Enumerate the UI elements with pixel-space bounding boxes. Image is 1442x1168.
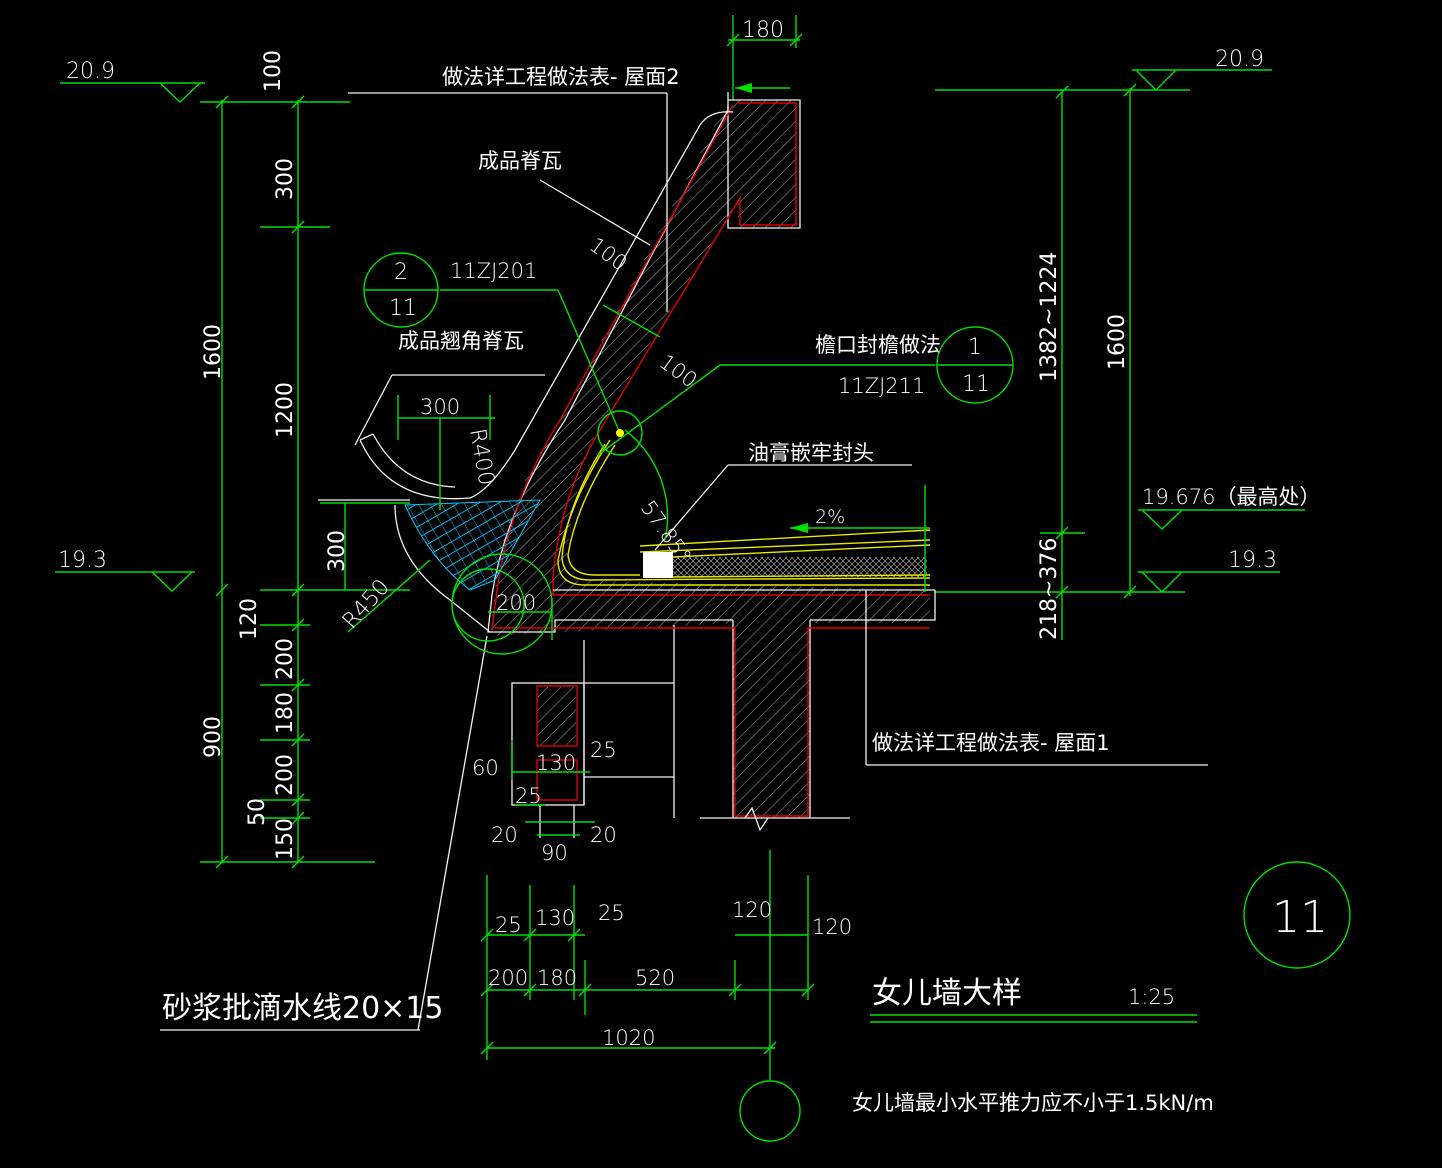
left-dimension-chain xyxy=(200,95,410,869)
parapet-structure xyxy=(487,92,936,838)
drawing-title: 女儿墙大样 xyxy=(872,976,1022,1011)
roof-membrane xyxy=(557,439,931,592)
top-wall-dimension xyxy=(726,15,803,100)
label-roof1: 做法详工程做法表- 屋面1 xyxy=(872,731,1110,755)
dim-bottom-25b: 25 xyxy=(598,901,625,925)
dim-beam-90: 90 xyxy=(541,841,568,865)
elevation-mark-top-left xyxy=(60,82,205,103)
label-drip-line: 砂浆批滴水线20×15 xyxy=(162,991,443,1026)
dim-eave-300: 300 xyxy=(420,395,460,419)
label-roof2: 做法详工程做法表- 屋面2 xyxy=(442,65,680,89)
dim-left-50: 50 xyxy=(245,798,270,826)
elevation-mid-right: 19.3 xyxy=(1228,548,1277,573)
elevation-mark-top-right xyxy=(935,69,1272,91)
elevation-mark-mid-right xyxy=(1138,571,1280,593)
dim-wall-180: 180 xyxy=(742,18,784,43)
dim-left-150: 150 xyxy=(273,818,298,860)
ridge-tile xyxy=(359,111,734,500)
elevation-top-right: 20.9 xyxy=(1215,47,1264,72)
ref1-code: 11ZJ201 xyxy=(450,259,537,283)
ref1-sheet: 11 xyxy=(389,296,417,321)
elevation-mark-highest xyxy=(1138,509,1305,530)
elevation-mid-left: 19.3 xyxy=(58,548,107,573)
dim-beam-130: 130 xyxy=(536,751,576,775)
ref2-num: 1 xyxy=(968,335,982,360)
dim-beam-60: 60 xyxy=(472,756,499,780)
elevation-highest: 19.676（最高处） xyxy=(1142,485,1320,509)
dim-beam-20a: 20 xyxy=(491,823,518,847)
dim-bottom-520: 520 xyxy=(635,966,675,990)
label-r400: R400 xyxy=(464,427,499,488)
dim-right-1382: 1382~1224 xyxy=(1037,252,1062,382)
dim-beam-20b: 20 xyxy=(590,823,617,847)
label-ridge-tile: 成品脊瓦 xyxy=(478,149,562,173)
dim-beam-25a: 25 xyxy=(590,738,617,762)
label-slope: 2% xyxy=(815,506,845,528)
beam-dimensions xyxy=(511,740,595,836)
dim-bottom-200: 200 xyxy=(488,966,528,990)
right-dimension-chain xyxy=(935,83,1185,640)
dim-left-300b: 300 xyxy=(325,530,350,572)
dim-right-218: 218~376 xyxy=(1037,538,1062,640)
dim-right-1600: 1600 xyxy=(1105,314,1130,370)
ref2-sheet: 11 xyxy=(962,372,990,397)
label-sealant: 油膏嵌牢封头 xyxy=(748,441,874,465)
dim-left-1600: 1600 xyxy=(201,324,226,380)
elevation-top-left: 20.9 xyxy=(66,59,115,84)
dim-bottom-130: 130 xyxy=(535,906,575,930)
reference-bubble-1 xyxy=(363,252,439,328)
dim-bottom-1020: 1020 xyxy=(602,1026,655,1050)
upturned-ridge-tile xyxy=(318,499,541,633)
dim-left-200b: 200 xyxy=(273,754,298,796)
dim-left-300: 300 xyxy=(273,158,298,200)
elevation-mark-mid-left xyxy=(55,571,195,592)
dim-slab-100b: 100 xyxy=(655,350,702,393)
dim-left-100: 100 xyxy=(261,50,286,92)
dim-left-180: 180 xyxy=(273,692,298,734)
label-eave-method: 檐口封檐做法 xyxy=(815,333,941,357)
dim-slab-100a: 100 xyxy=(585,233,632,276)
dim-left-1200: 1200 xyxy=(273,382,298,438)
ref2-code: 11ZJ211 xyxy=(838,374,925,398)
title-block xyxy=(870,861,1351,1023)
dim-bottom-25a: 25 xyxy=(495,913,522,937)
dim-bottom-120a: 120 xyxy=(732,898,772,922)
dim-left-900: 900 xyxy=(201,716,226,758)
label-r450: R450 xyxy=(338,575,395,634)
dim-beam-25b: 25 xyxy=(515,784,542,808)
dim-lip-200: 200 xyxy=(496,591,536,615)
reference-bubble-2 xyxy=(936,326,1014,404)
bottom-dimensions xyxy=(480,850,815,1142)
annotation-lines xyxy=(160,92,1208,1031)
drawing-scale: 1:25 xyxy=(1128,985,1175,1009)
drawing-note: 女儿墙最小水平推力应不小于1.5kN/m xyxy=(852,1091,1214,1115)
dim-left-120: 120 xyxy=(237,598,262,640)
detail-number: 11 xyxy=(1272,892,1328,943)
dim-left-200a: 200 xyxy=(273,638,298,680)
label-upturned-tile: 成品翘角脊瓦 xyxy=(398,329,524,353)
ref1-num: 2 xyxy=(394,260,408,285)
dim-bottom-120b: 120 xyxy=(812,915,852,939)
dim-bottom-180: 180 xyxy=(537,966,577,990)
